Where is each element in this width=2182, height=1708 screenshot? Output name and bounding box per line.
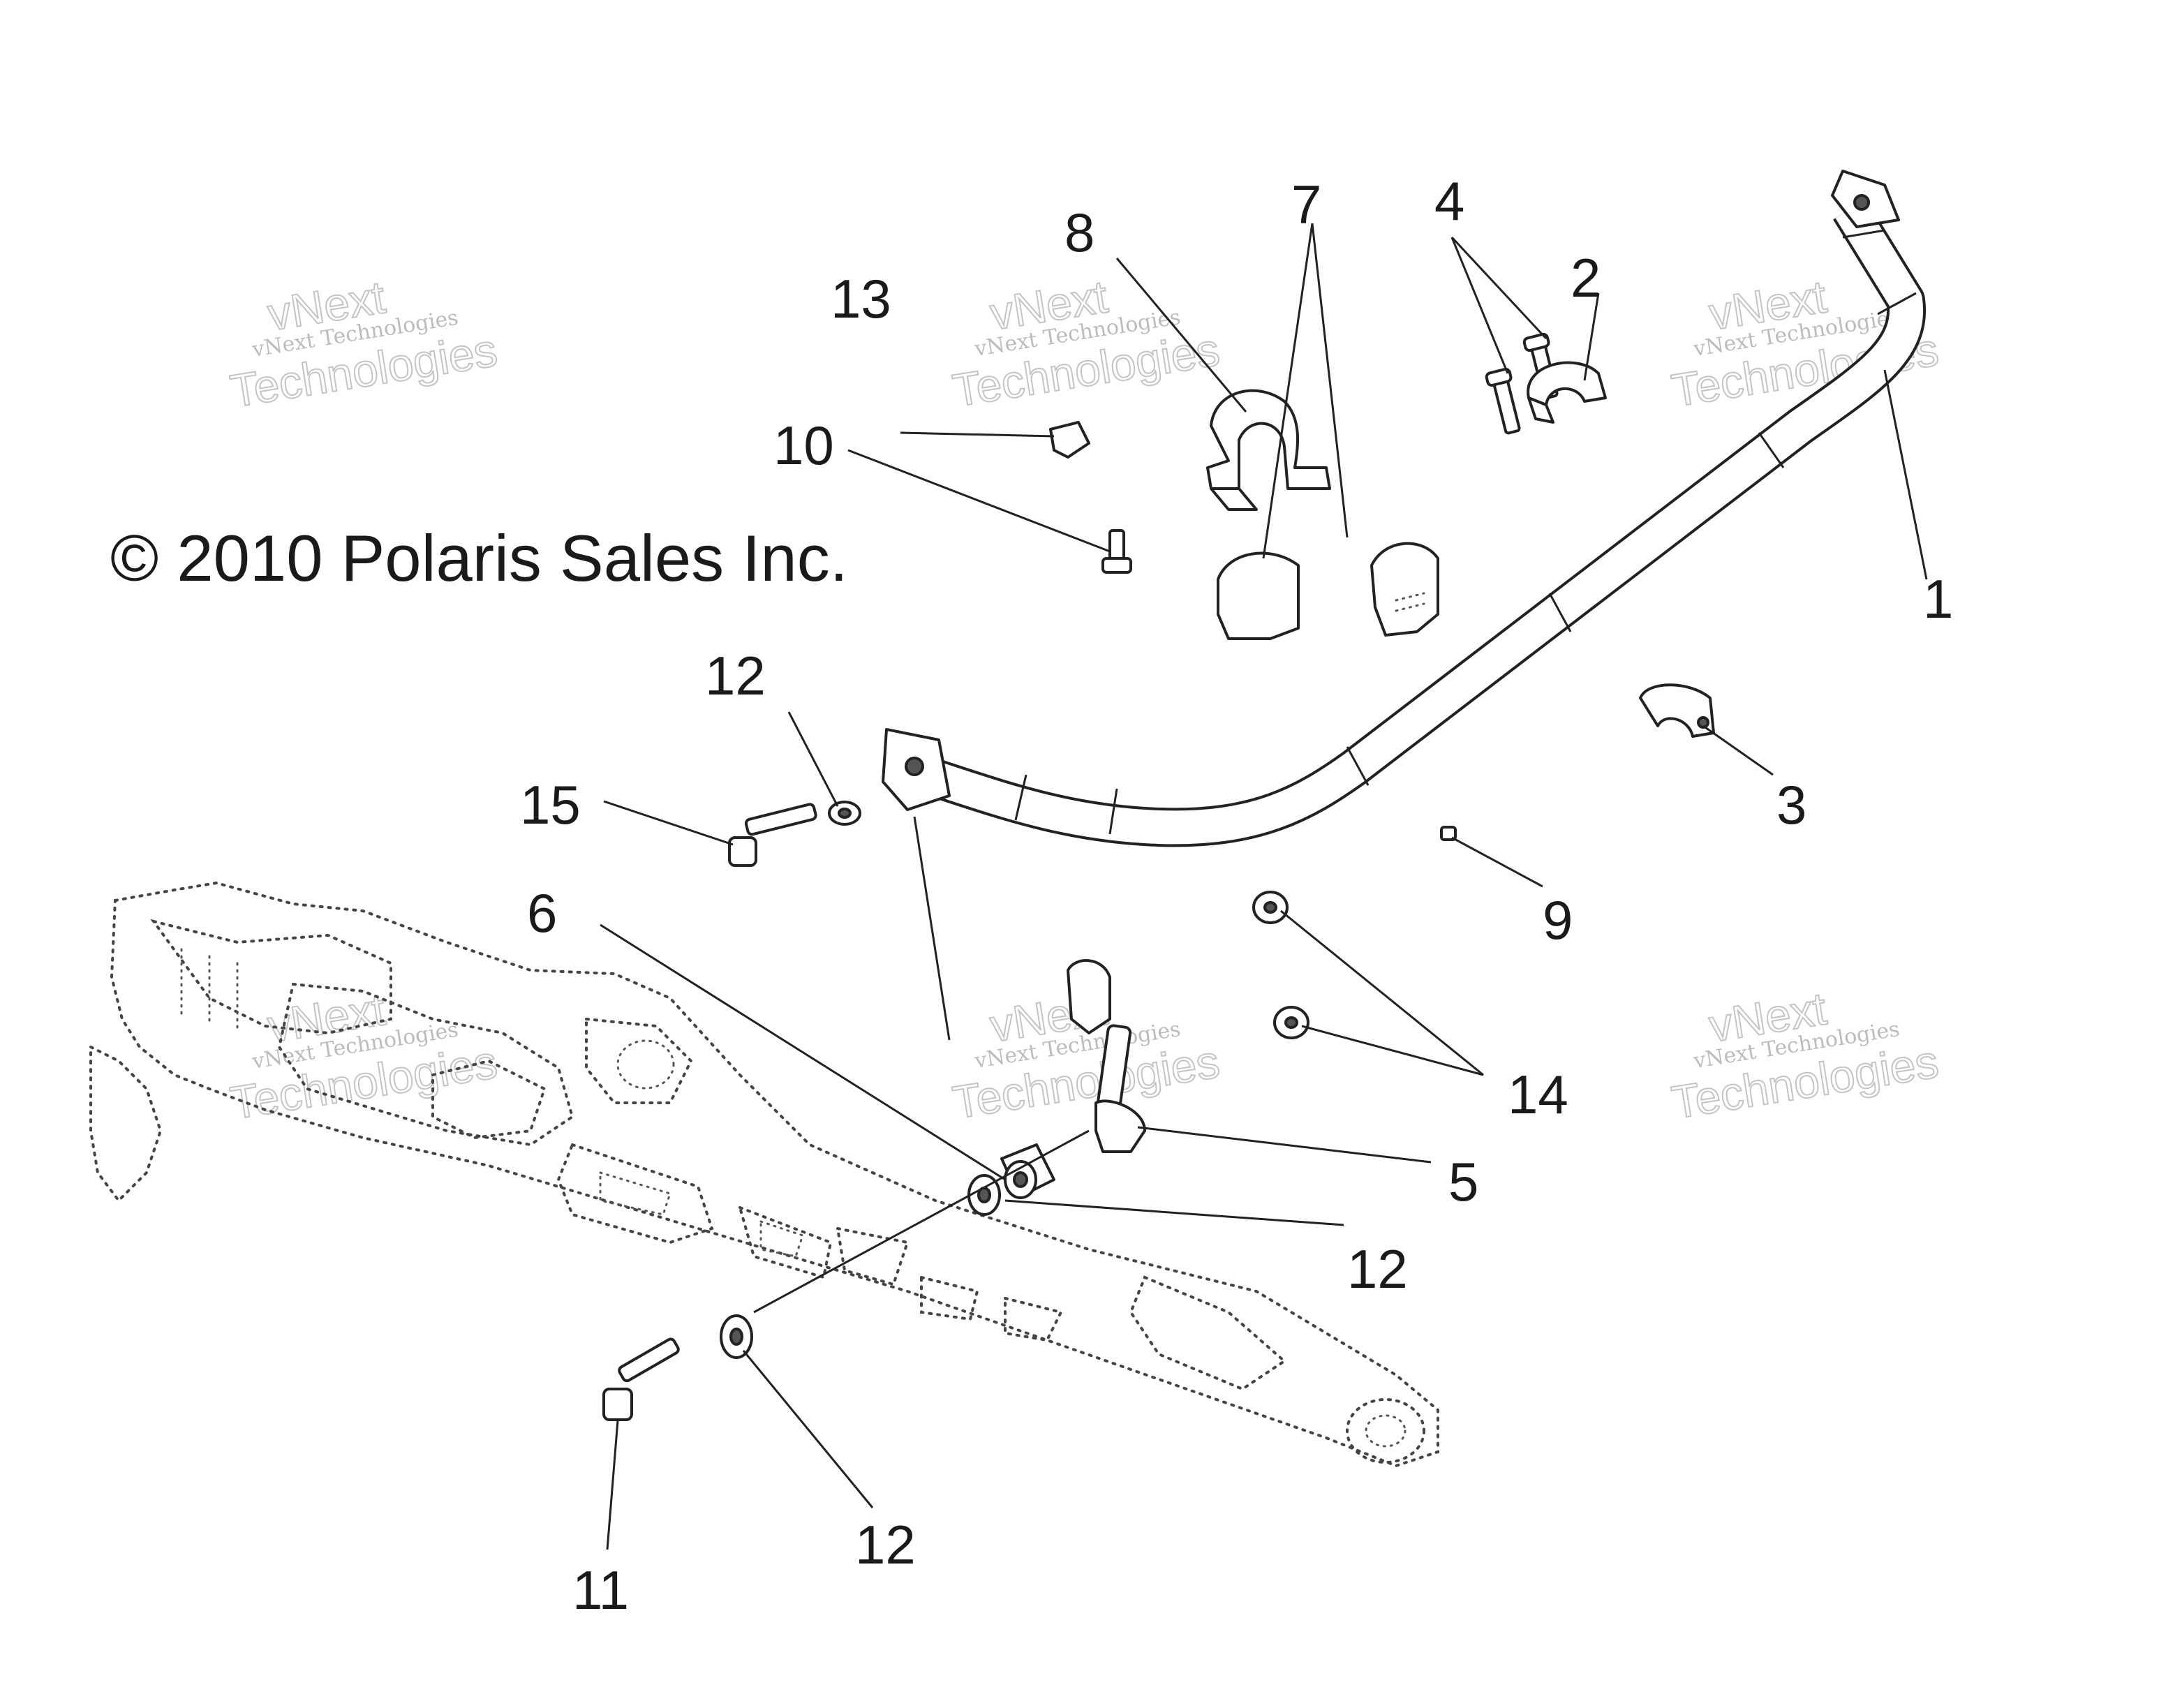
callout-12-top: 12 — [705, 645, 766, 706]
part-10-screw — [1101, 529, 1132, 574]
part-8-clamp — [1206, 389, 1331, 511]
trailing-arm — [89, 881, 1439, 1468]
part-5-link — [1067, 959, 1146, 1153]
part-3-bushing — [1639, 683, 1715, 738]
callout-7: 7 — [1291, 174, 1321, 235]
callout-3: 3 — [1776, 774, 1806, 836]
part-2-bushing — [1527, 361, 1607, 424]
callout-9: 9 — [1543, 889, 1573, 951]
watermark-top-center: vNext vNext Technologies Technologies — [949, 269, 1224, 417]
part-14-nuts — [1252, 891, 1309, 1039]
part-13-nut — [1049, 421, 1090, 459]
stabilizer-bar — [882, 170, 1927, 847]
callout-2: 2 — [1571, 247, 1601, 309]
callout-13: 13 — [831, 268, 891, 329]
callout-6: 6 — [527, 882, 557, 944]
callout-5: 5 — [1448, 1151, 1478, 1212]
part-15-bolt — [728, 803, 817, 867]
callout-1: 1 — [1923, 568, 1953, 630]
copyright-notice: © 2010 Polaris Sales Inc. — [110, 521, 848, 595]
part-6-bushing — [1000, 1143, 1055, 1199]
callout-4: 4 — [1434, 170, 1464, 232]
part-12-washer-top — [828, 801, 861, 826]
part-9-nut — [1440, 826, 1457, 841]
watermark-top-left: vNext vNext Technologies Technologies — [226, 270, 501, 417]
callout-12-bottom: 12 — [855, 1514, 916, 1575]
callout-11: 11 — [572, 1559, 629, 1621]
leader-lines — [600, 223, 1928, 1550]
callout-12-middle: 12 — [1347, 1238, 1408, 1300]
part-7-bushings — [1217, 542, 1439, 640]
callout-14: 14 — [1508, 1064, 1568, 1125]
part-11-bolt — [602, 1337, 680, 1421]
callout-10: 10 — [773, 415, 834, 476]
part-12-washer-bottom — [720, 1314, 753, 1359]
callout-15: 15 — [520, 774, 581, 836]
watermark-bottom-right: vNext vNext Technologies Technologies — [1668, 981, 1943, 1129]
part-12-washer-middle — [967, 1174, 1001, 1216]
callout-8: 8 — [1064, 202, 1094, 263]
